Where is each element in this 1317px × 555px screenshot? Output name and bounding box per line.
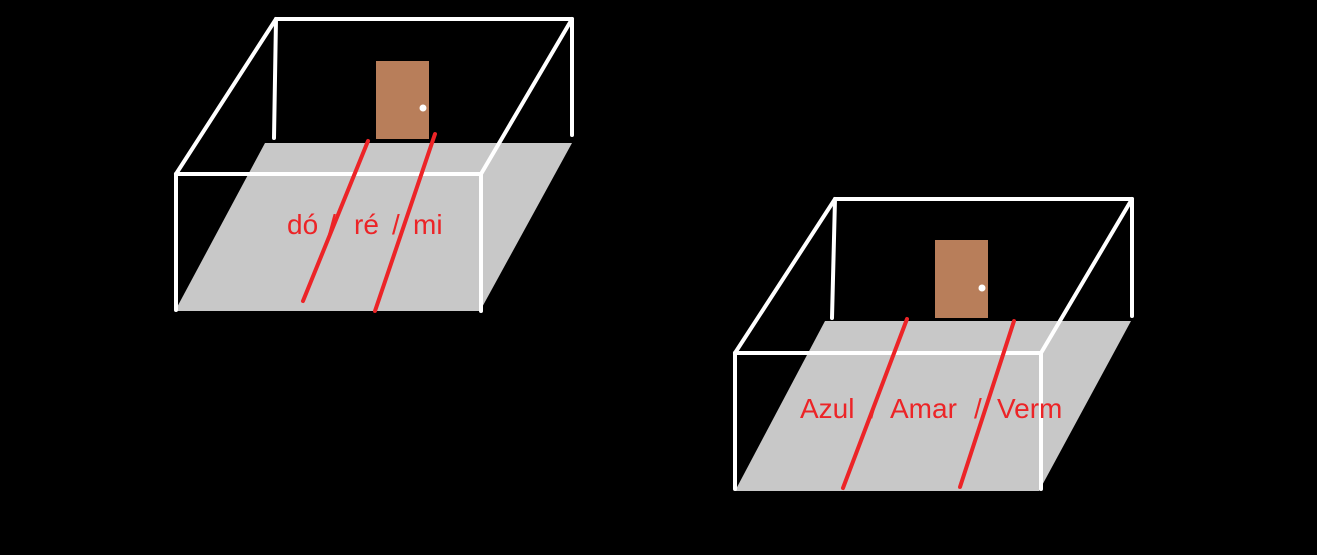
room-2-door — [935, 240, 988, 318]
room-2-zone-label-3: Verm — [997, 393, 1062, 424]
room-1-door-knob — [419, 104, 427, 112]
room-2-back-left-edge — [830, 197, 837, 320]
room-1-right-top-edge — [479, 17, 574, 176]
room-1-floor — [175, 143, 572, 311]
room-2: Azul / Amar / Verm — [733, 197, 1134, 491]
room-1: dó / ré / mi — [174, 17, 574, 313]
room-1-divider-2 — [373, 132, 437, 313]
room-1-zone-label-3: mi — [413, 209, 443, 240]
room-2-floor — [735, 321, 1131, 491]
room-1-zone-label-2: ré — [354, 209, 379, 240]
room-1-left-top-edge — [174, 17, 278, 176]
room-1-zone-separator-1: / — [328, 209, 336, 240]
room-2-zone-separator-2: / — [974, 393, 982, 424]
room-2-door-knob — [978, 284, 986, 292]
room-2-divider-2 — [958, 319, 1016, 489]
room-1-back-left-edge — [272, 17, 278, 140]
room-1-divider-1 — [301, 139, 370, 303]
room-2-left-top-edge — [733, 197, 837, 355]
room-2-right-top-edge — [1039, 197, 1134, 355]
room-1-zone-separator-2: / — [392, 209, 400, 240]
room-2-zone-label-2: Amar — [890, 393, 957, 424]
room-1-zone-label-1: dó — [287, 209, 318, 240]
room-1-door — [376, 61, 429, 139]
room-2-divider-1 — [841, 317, 909, 490]
room-2-zone-label-1: Azul — [800, 393, 854, 424]
room-2-zone-separator-1: / — [870, 393, 878, 424]
